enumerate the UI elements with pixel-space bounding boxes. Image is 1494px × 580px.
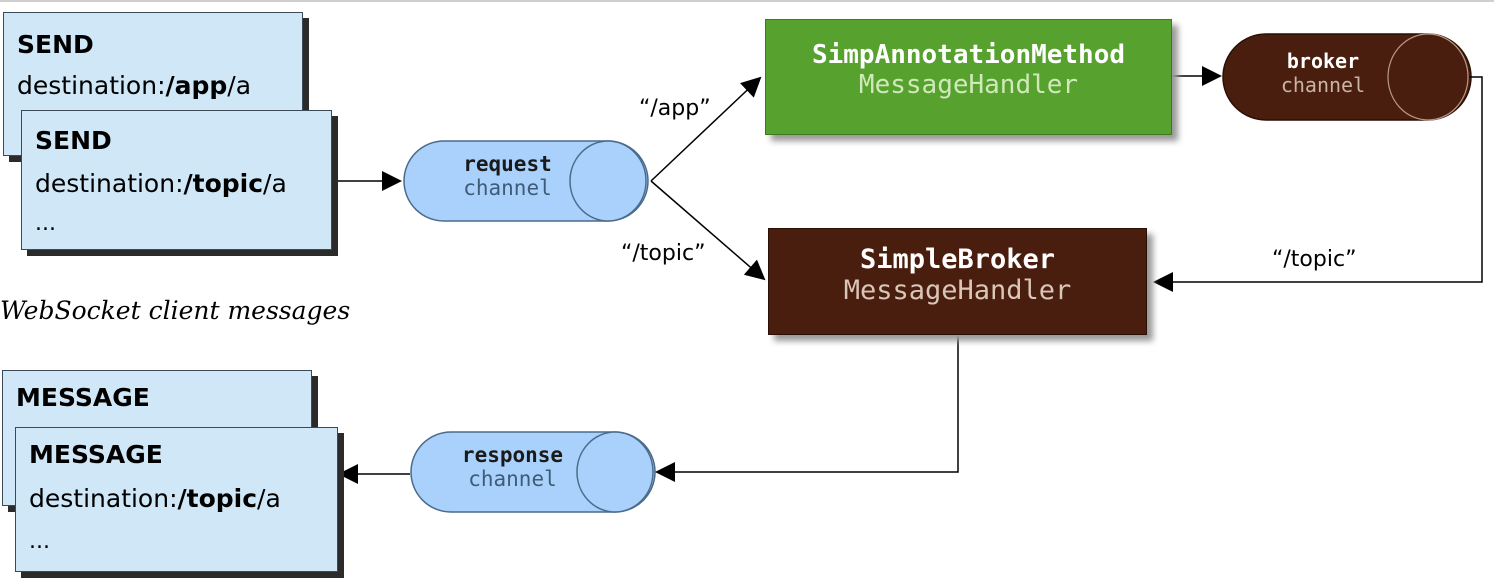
- client-caption: WebSocket client messages: [0, 296, 351, 325]
- broker-channel-line1: broker: [1286, 49, 1360, 73]
- annotation-method-handler: SimpAnnotationMethod MessageHandler: [765, 19, 1172, 135]
- request-channel-line1: request: [463, 152, 552, 176]
- request-channel-line2: channel: [463, 176, 552, 200]
- annotation-handler-line1: SimpAnnotationMethod: [811, 40, 1126, 70]
- response-channel-cylinder: [410, 431, 656, 513]
- simple-broker-handler: SimpleBroker MessageHandler: [768, 228, 1147, 335]
- edge-label-topic-request: “/topic”: [621, 241, 706, 266]
- dest-path: /topic: [177, 484, 258, 513]
- message-card-front-destination: destination:/topic/a: [29, 484, 281, 513]
- arrow-request-to-annotation: [650, 76, 762, 182]
- request-channel-cylinder: [403, 140, 649, 222]
- broker-channel-cylinder: [1222, 33, 1472, 121]
- dest-prefix: destination:: [35, 169, 184, 198]
- top-rule: [0, 0, 1494, 2]
- dest-suffix: /a: [257, 484, 281, 513]
- broker-channel-label: broker channel: [1258, 49, 1388, 97]
- request-channel-label: request channel: [440, 152, 575, 200]
- dest-prefix: destination:: [29, 484, 178, 513]
- dest-prefix: destination:: [17, 71, 166, 100]
- send-card-front-more: ...: [35, 211, 56, 236]
- response-channel-line1: response: [461, 443, 564, 467]
- dest-path: /app: [165, 71, 228, 100]
- send-card-front-command: SEND: [35, 126, 112, 155]
- send-card-back-command: SEND: [17, 30, 94, 59]
- message-card-front-more: ...: [29, 529, 50, 554]
- send-card-back-destination: destination:/app/a: [17, 71, 251, 100]
- arrow-request-to-simplebroker: [650, 180, 766, 281]
- annotation-handler-line2: MessageHandler: [858, 70, 1079, 100]
- send-card-front: SEND destination:/topic/a ...: [21, 110, 332, 250]
- message-card-front: MESSAGE destination:/topic/a ...: [15, 427, 338, 572]
- arrow-simplebroker-to-response: [655, 335, 959, 482]
- response-channel-label: response channel: [445, 443, 580, 491]
- simple-broker-line2: MessageHandler: [843, 275, 1072, 306]
- edge-label-topic-broker: “/topic”: [1272, 247, 1357, 272]
- simple-broker-line1: SimpleBroker: [859, 244, 1056, 275]
- dest-suffix: /a: [263, 169, 287, 198]
- broker-channel-line2: channel: [1280, 73, 1366, 97]
- message-card-front-command: MESSAGE: [29, 440, 163, 469]
- edge-label-app: “/app”: [639, 96, 711, 121]
- response-channel-line2: channel: [468, 467, 557, 491]
- message-card-back-command: MESSAGE: [16, 383, 150, 412]
- send-card-front-destination: destination:/topic/a: [35, 169, 287, 198]
- dest-suffix: /a: [227, 71, 252, 100]
- arrow-broker-to-simplebroker: [1153, 76, 1483, 292]
- dest-path: /topic: [183, 169, 264, 198]
